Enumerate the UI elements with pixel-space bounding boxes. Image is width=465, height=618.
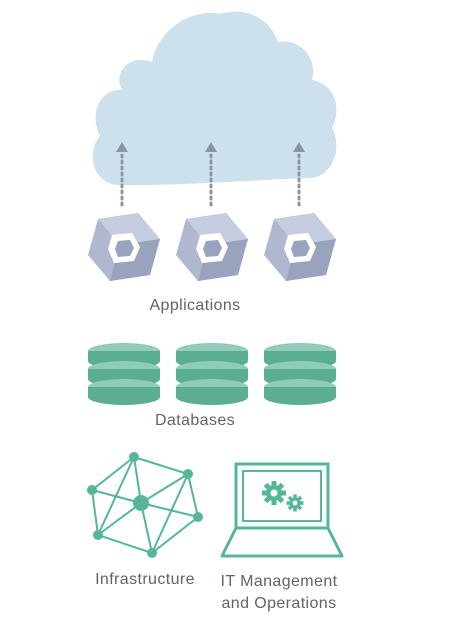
database-stack-icon (176, 343, 248, 405)
laptop-gears-icon (220, 462, 344, 558)
arrow-up-icon (116, 142, 128, 207)
arrow-up-icon (205, 142, 217, 207)
infrastructure-label: Infrastructure (95, 571, 195, 588)
databases-label: Databases (154, 412, 236, 429)
it-management-label-line1: IT Management (220, 573, 338, 590)
database-stack-icon (88, 343, 160, 405)
database-stack-icon (264, 343, 336, 405)
application-block-icon (264, 213, 336, 281)
arrow-up-icon (293, 142, 305, 207)
application-block-icon (88, 213, 160, 281)
applications-label: Applications (149, 297, 241, 314)
it-management-label-line2: and Operations (221, 595, 337, 612)
application-block-icon (176, 213, 248, 281)
gear-icon (286, 494, 304, 512)
cloud-icon (92, 11, 337, 186)
gear-icon (262, 481, 286, 505)
network-nodes (87, 452, 203, 558)
it-management-label: IT Management and Operations (204, 571, 354, 615)
